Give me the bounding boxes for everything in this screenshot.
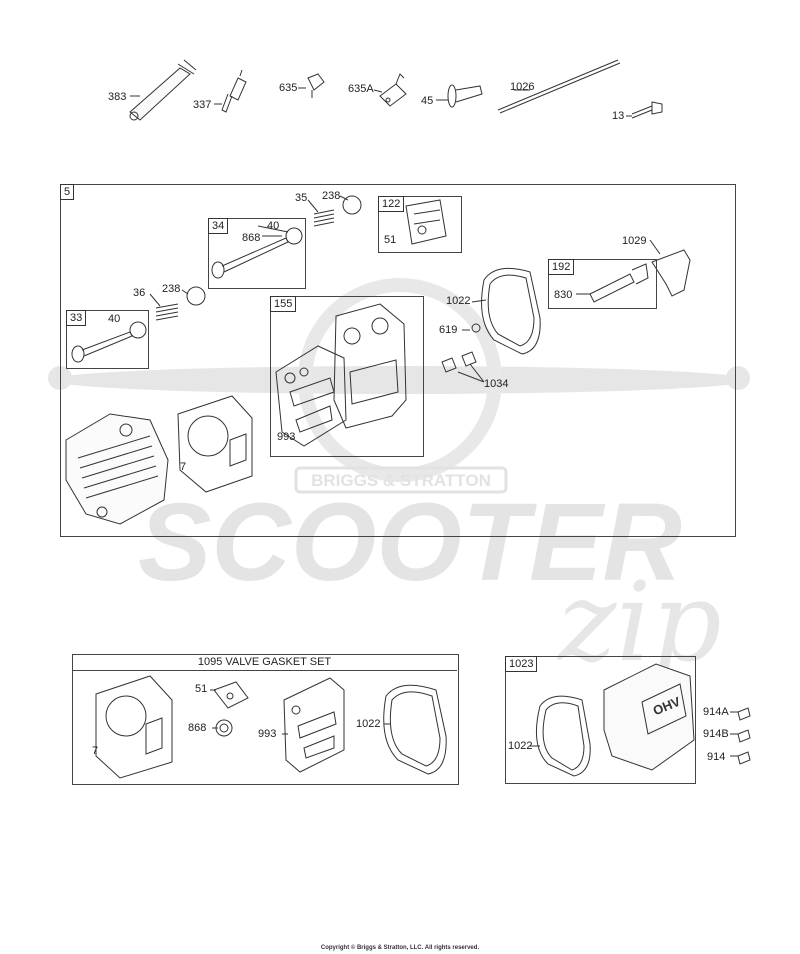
part-1034-clips-drawing	[441, 351, 485, 383]
box-34-label: 34	[208, 218, 229, 234]
label-337: 337	[193, 99, 212, 111]
part-635-drawing	[307, 73, 325, 98]
label-7-group5: 7	[180, 461, 187, 473]
label-914B: 914B	[703, 728, 729, 740]
label-1034: 1034	[484, 378, 509, 390]
screw-914A-drawing	[737, 707, 751, 721]
cover-set-label: 1023	[505, 656, 538, 672]
label-914: 914	[707, 751, 726, 763]
part-122-drawing	[405, 199, 447, 245]
label-635A: 635A	[348, 83, 374, 95]
part-7-head-gasket-drawing	[177, 395, 253, 493]
watermark-ring	[298, 278, 502, 482]
box-192-frame	[548, 259, 657, 309]
part-337-spark-plug-drawing	[221, 69, 247, 113]
part-993-gasket-drawing	[275, 345, 347, 447]
watermark-word: SCOOTER	[138, 481, 682, 604]
part-1026-pushrod-drawing	[497, 59, 621, 114]
box-34-frame	[208, 218, 306, 289]
watermark-brand: BRIGGS & STRATTON	[311, 471, 491, 490]
part-33-valve-drawing	[71, 321, 147, 363]
watermark-swoosh	[50, 366, 750, 394]
part-35-spring-drawing	[313, 209, 335, 227]
label-7-gasket-set: 7	[92, 745, 99, 757]
label-36: 36	[133, 287, 146, 299]
label-993-gasket-set: 993	[258, 728, 277, 740]
part-1022-gasket-drawing	[481, 267, 541, 355]
box-192-label: 192	[548, 259, 575, 275]
box-33-label: 33	[66, 310, 87, 326]
box-122-frame	[378, 196, 462, 253]
box-122-label: 122	[378, 196, 405, 212]
label-238-lower: 238	[162, 283, 181, 295]
part-238-cap-lower-drawing	[186, 286, 206, 306]
part-36-spring-drawing	[155, 303, 179, 321]
label-914A: 914A	[703, 706, 729, 718]
label-383: 383	[108, 91, 127, 103]
gasket-set-1022-drawing	[383, 684, 447, 775]
cylinder-head-drawing	[65, 413, 169, 525]
label-1026: 1026	[510, 81, 535, 93]
label-51: 51	[384, 234, 397, 246]
part-1029-rocker-drawing	[651, 249, 691, 297]
part-238-cap-drawing	[342, 195, 362, 215]
part-635A-drawing	[379, 73, 407, 107]
label-35: 35	[295, 192, 308, 204]
box-33-frame	[66, 310, 149, 369]
label-1029: 1029	[622, 235, 647, 247]
box-155-label: 155	[270, 296, 297, 312]
part-830-drawing	[589, 263, 649, 303]
screw-914-drawing	[737, 751, 751, 765]
label-1022-gasket-set: 1022	[356, 718, 381, 730]
label-1022-group5: 1022	[446, 295, 471, 307]
label-238-upper: 238	[322, 190, 341, 202]
watermark-script: zip	[556, 558, 722, 686]
part-155-cylinder-head-plate-drawing	[333, 303, 407, 429]
label-40-lower: 40	[108, 313, 121, 325]
part-45-drawing	[447, 84, 483, 108]
gasket-set-993-drawing	[283, 677, 345, 773]
label-51-gasket-set: 51	[195, 683, 208, 695]
cover-set-frame	[505, 656, 696, 784]
label-45: 45	[421, 95, 434, 107]
gasket-set-51-drawing	[213, 681, 249, 709]
gasket-set-7-drawing	[95, 675, 173, 779]
part-34-valve-drawing	[211, 227, 303, 279]
label-635: 635	[279, 82, 298, 94]
label-40-upper: 40	[267, 220, 280, 232]
label-619: 619	[439, 324, 458, 336]
label-13: 13	[612, 110, 625, 122]
group-5-label: 5	[60, 184, 75, 200]
screw-914B-drawing	[737, 729, 751, 743]
label-993-group5: 993	[277, 431, 296, 443]
part-619-bolt-drawing	[471, 323, 481, 333]
cover-set-1022-drawing	[535, 695, 591, 777]
gasket-set-title: 1095 VALVE GASKET SET	[72, 654, 457, 671]
box-155-frame	[270, 296, 424, 457]
label-868: 868	[242, 232, 261, 244]
copyright-notice: Copyright © Briggs & Stratton, LLC. All …	[320, 945, 480, 951]
part-383-drawing	[129, 59, 197, 121]
gasket-set-frame	[72, 654, 459, 785]
label-868-gasket-set: 868	[188, 722, 207, 734]
label-1022-cover-set: 1022	[508, 740, 533, 752]
part-13-bolt-drawing	[631, 101, 663, 119]
group-5-frame	[60, 184, 736, 537]
valve-cover-drawing	[603, 663, 695, 771]
label-830: 830	[554, 289, 573, 301]
